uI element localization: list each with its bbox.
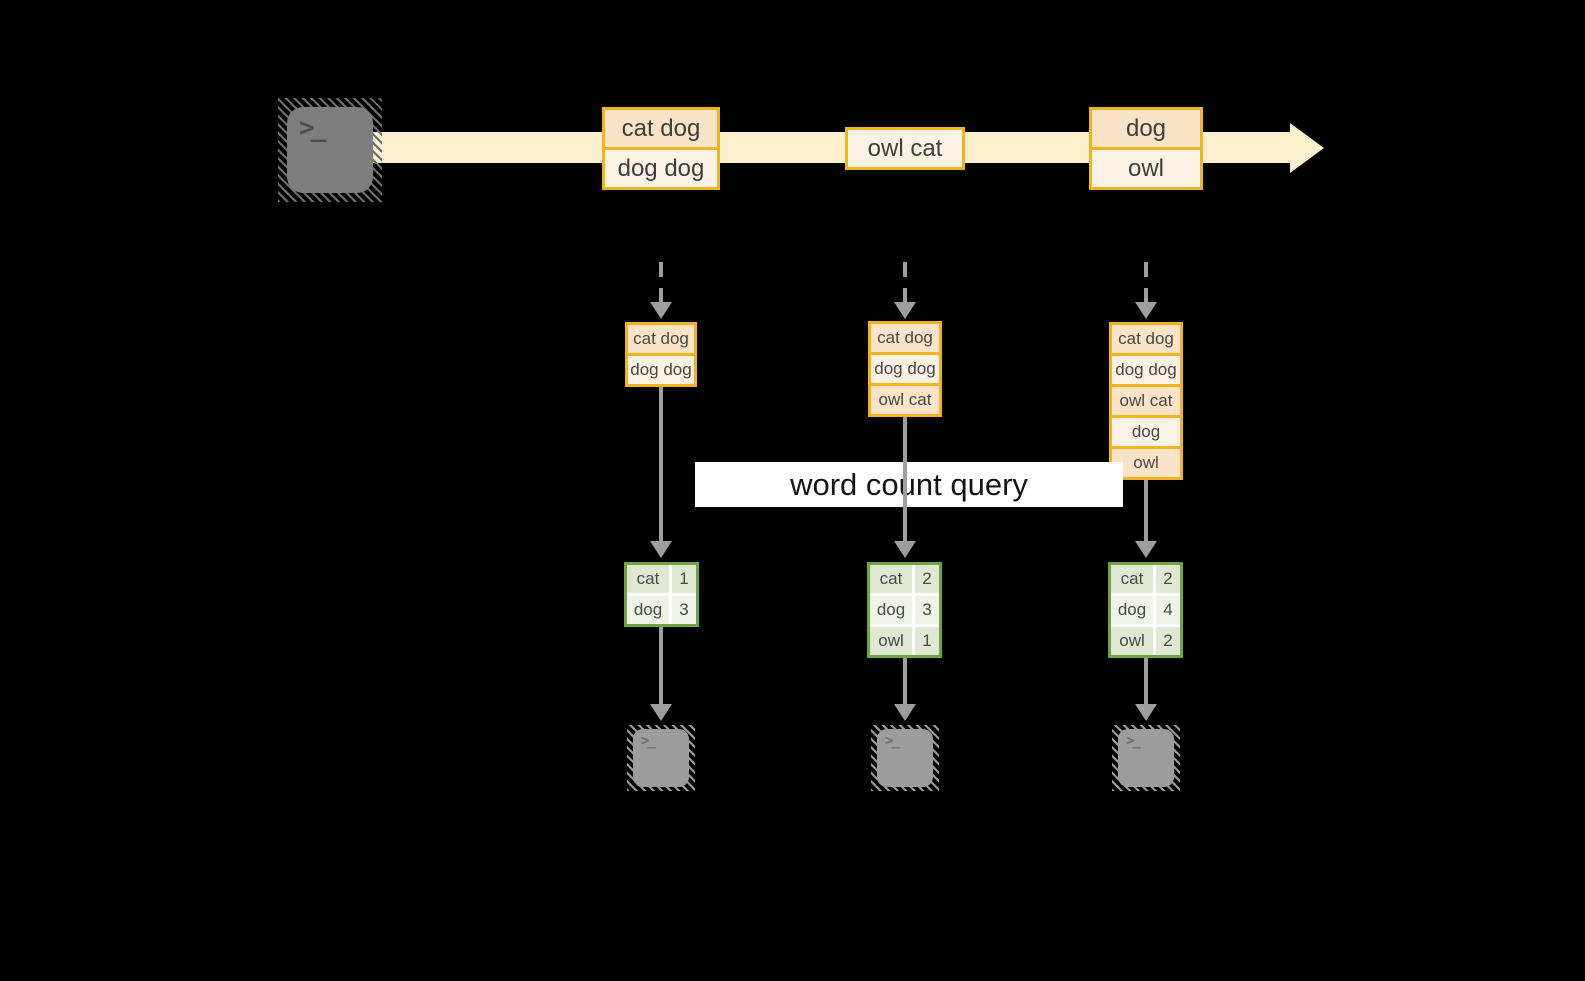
count-cell: 3 [915,596,939,624]
word-cell: cat [1111,565,1153,593]
count-cell: 1 [672,565,696,593]
word-cell: owl [1111,627,1153,655]
event-line: dog dog [605,150,717,187]
batch-line: dog dog [871,355,939,383]
query-arrowhead-icon [1135,541,1157,558]
word-cell: cat [870,565,912,593]
microbatch-input-3: cat dog dog dog owl cat dog owl [1109,322,1183,480]
batch-line: owl cat [871,386,939,414]
count-cell: 4 [1156,596,1180,624]
count-cell: 3 [672,596,696,624]
result-table-3: cat 2 dog 4 owl 2 [1108,562,1183,658]
query-arrow-line [903,417,907,541]
terminal-body: >_ [633,729,689,787]
sink-terminal-icon-2: >_ [871,725,939,791]
dashed-arrow-line [903,262,907,302]
sink-arrowhead-icon [1135,704,1157,721]
count-cell: 2 [915,565,939,593]
word-cell: dog [627,596,669,624]
dashed-arrowhead-icon [894,302,916,319]
batch-line: dog [1112,418,1180,446]
sink-arrow-line [903,658,907,704]
batch-line: dog dog [628,356,694,384]
terminal-body: >_ [287,107,373,193]
stream-event-box-3: dog owl [1089,107,1203,190]
word-cell: dog [870,596,912,624]
terminal-prompt-glyph: >_ [885,733,900,749]
sink-arrow-line [659,627,663,704]
query-arrow-line [1144,480,1148,541]
terminal-body: >_ [1118,729,1174,787]
batch-line: dog dog [1112,356,1180,384]
query-arrowhead-icon [650,541,672,558]
sink-arrow-line [1144,658,1148,704]
source-terminal-icon: >_ [278,98,382,202]
count-cell: 2 [1156,627,1180,655]
dashed-arrowhead-icon [650,302,672,319]
batch-line: owl [1112,449,1180,477]
stream-arrowhead-icon [1290,123,1324,173]
word-cell: dog [1111,596,1153,624]
event-line: owl cat [848,130,962,167]
result-table-1: cat 1 dog 3 [624,562,699,627]
query-label-text: word count query [790,466,1028,502]
batch-line: cat dog [628,325,694,353]
query-arrowhead-icon [894,541,916,558]
sink-terminal-icon-1: >_ [627,725,695,791]
event-line: dog [1092,110,1200,147]
sink-terminal-icon-3: >_ [1112,725,1180,791]
batch-line: cat dog [1112,325,1180,353]
stream-event-box-1: cat dog dog dog [602,107,720,190]
event-line: cat dog [605,110,717,147]
dashed-arrowhead-icon [1135,302,1157,319]
event-line: owl [1092,150,1200,187]
batch-line: cat dog [871,324,939,352]
terminal-prompt-glyph: >_ [641,733,656,749]
query-label: word count query [695,462,1123,507]
word-cell: cat [627,565,669,593]
dashed-arrow-line [1144,262,1148,302]
terminal-prompt-glyph: >_ [1126,733,1141,749]
stream-event-box-2: owl cat [845,127,965,170]
query-arrow-line [659,387,663,541]
sink-arrowhead-icon [650,704,672,721]
dashed-arrow-line [659,262,663,302]
word-cell: owl [870,627,912,655]
count-cell: 2 [1156,565,1180,593]
microbatch-input-2: cat dog dog dog owl cat [868,321,942,417]
sink-arrowhead-icon [894,704,916,721]
terminal-prompt-glyph: >_ [299,113,326,143]
result-table-2: cat 2 dog 3 owl 1 [867,562,942,658]
count-cell: 1 [915,627,939,655]
microbatch-input-1: cat dog dog dog [625,322,697,387]
batch-line: owl cat [1112,387,1180,415]
terminal-body: >_ [877,729,933,787]
